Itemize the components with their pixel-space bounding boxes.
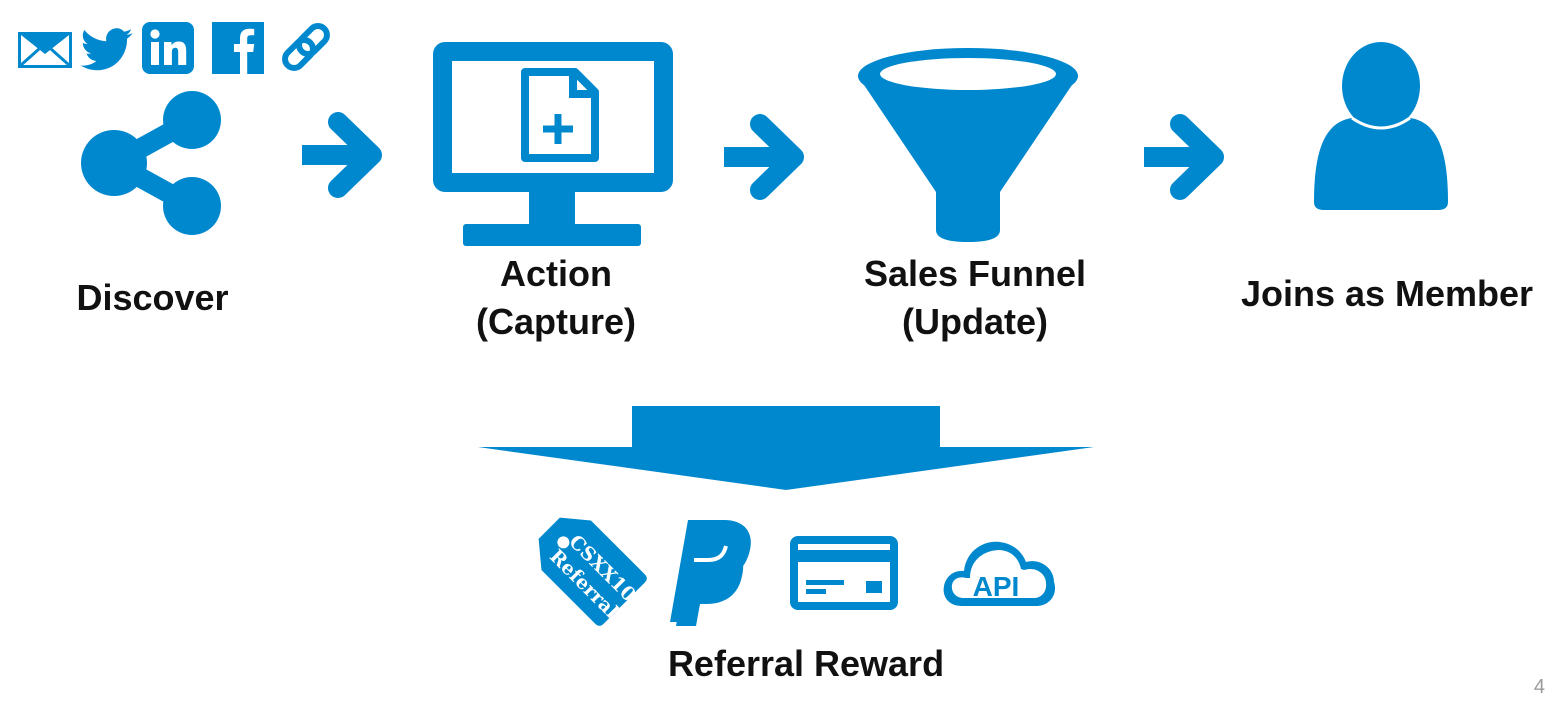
step-label-sales-funnel: Sales Funnel (Update) (845, 250, 1105, 346)
step-label-line: (Update) (902, 301, 1048, 342)
funnel-icon (858, 48, 1078, 242)
facebook-icon (212, 22, 264, 74)
right-arrow-icon (302, 112, 382, 198)
link-icon (282, 23, 330, 71)
share-icons (18, 22, 338, 74)
paypal-icon (670, 520, 751, 626)
reward-label: Referral Reward (667, 643, 945, 684)
user-icon (1314, 42, 1448, 210)
share-icon (81, 91, 221, 235)
coupon-tag-icon: CSXX10 Referral (538, 517, 647, 626)
step-label-line: (Capture) (476, 301, 636, 342)
monitor-add-document-icon (433, 42, 673, 246)
twitter-icon (80, 28, 133, 71)
right-arrow-icon (724, 114, 804, 200)
mail-icon (18, 32, 72, 68)
credit-card-icon (790, 536, 898, 610)
down-arrow-icon (478, 406, 1094, 490)
step-label-line: Sales Funnel (863, 253, 1087, 294)
step-label-line: Action (500, 253, 612, 294)
page-number: 4 (1533, 676, 1545, 698)
step-label-discover: Discover (50, 274, 255, 322)
step-label-action: Action (Capture) (446, 250, 666, 346)
step-label-line: Discover (76, 277, 229, 318)
right-arrow-icon (1144, 114, 1224, 200)
api-cloud-icon: API (943, 541, 1056, 606)
linkedin-icon (142, 22, 194, 74)
step-label-line: Joins as Member (1240, 273, 1534, 314)
api-text: API (973, 571, 1020, 602)
step-label-joins: Joins as Member (1228, 270, 1546, 318)
